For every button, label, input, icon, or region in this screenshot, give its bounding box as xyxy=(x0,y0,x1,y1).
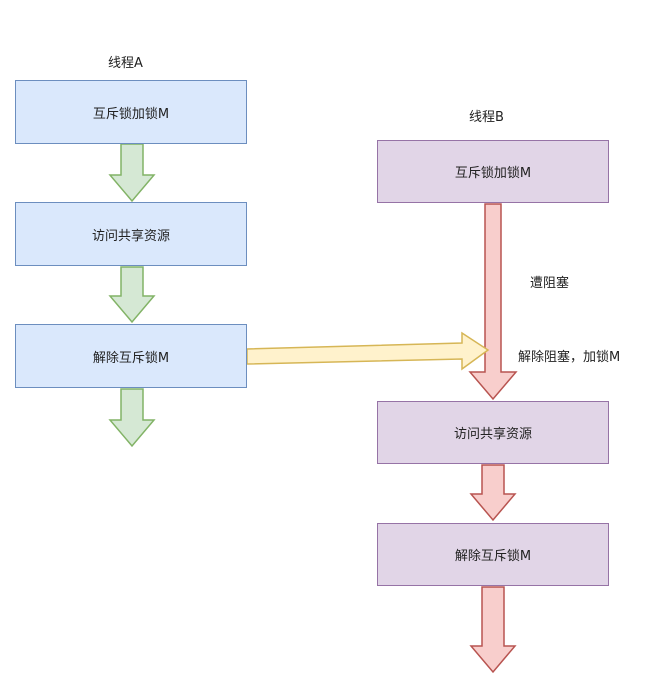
thread-b-title: 线程B xyxy=(469,110,504,125)
thread-a-title: 线程A xyxy=(108,56,143,71)
thread-b-lock-box: 互斥锁加锁M xyxy=(377,140,609,203)
thread-a-lock-label: 互斥锁加锁M xyxy=(92,106,170,122)
thread-a-arrow-1 xyxy=(108,143,156,203)
thread-b-arrow-2 xyxy=(469,464,517,522)
unlock-signal-arrow xyxy=(246,331,490,371)
thread-a-arrow-3 xyxy=(108,388,156,448)
thread-b-arrow-blocked xyxy=(468,203,518,401)
thread-b-access-label: 访问共享资源 xyxy=(453,427,532,442)
thread-a-access-label: 访问共享资源 xyxy=(91,228,170,244)
thread-b-blocked-label: 遭阻塞 xyxy=(530,276,570,291)
thread-a-lock-box: 互斥锁加锁M xyxy=(15,80,247,144)
thread-b-access-box: 访问共享资源 xyxy=(377,401,609,464)
thread-b-arrow-3 xyxy=(469,586,517,674)
thread-b-lock-label: 互斥锁加锁M xyxy=(454,166,532,181)
thread-a-arrow-2 xyxy=(108,266,156,324)
thread-a-unlock-box: 解除互斥锁M xyxy=(15,324,247,388)
thread-a-access-box: 访问共享资源 xyxy=(15,202,247,266)
thread-b-unblocked-label: 解除阻塞，加锁M xyxy=(518,350,621,365)
thread-a-unlock-label: 解除互斥锁M xyxy=(92,350,170,366)
thread-b-unlock-label: 解除互斥锁M xyxy=(454,549,532,564)
thread-b-unlock-box: 解除互斥锁M xyxy=(377,523,609,586)
